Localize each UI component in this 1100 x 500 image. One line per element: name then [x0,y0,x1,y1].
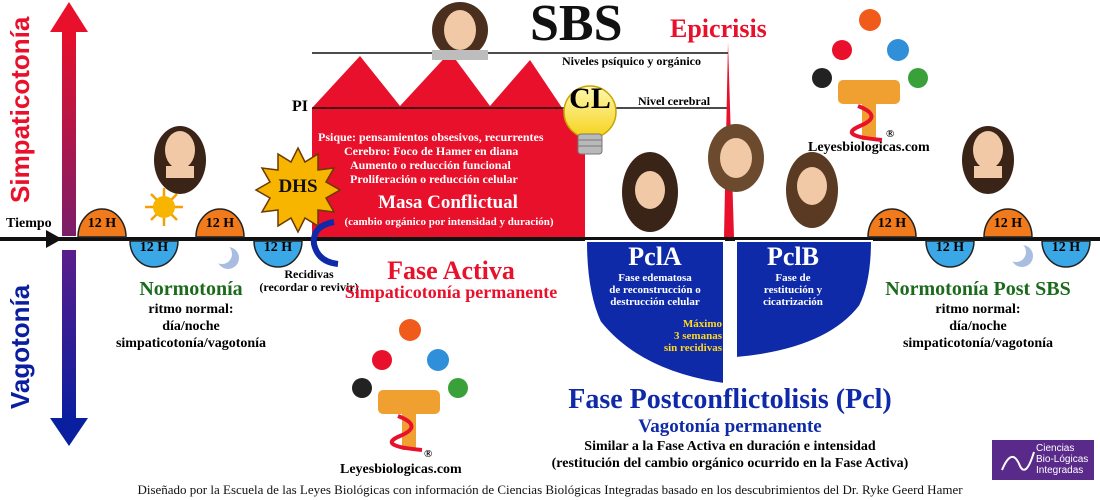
recidivas-hook [310,219,339,267]
pclb-block: PclB Fase de restitución y cicatrización [738,242,848,308]
pclb-title: PclB [767,242,819,271]
level-lines [312,52,728,109]
pcl-section: Fase Postconflictolisis (Pcl) Vagotonía … [520,384,940,472]
cycle-right [867,208,1091,268]
caduceus-logo-icon-bottom [352,319,468,452]
person-avatar-stressed [432,2,488,60]
sun-icon [145,188,183,226]
epicrisis-label: Epicrisis [670,14,767,43]
pcla-title: PclA [628,242,682,271]
fase-activa-title: Fase Activa [387,256,515,285]
normotonia-left: Normotonía ritmo normal: día/noche simpa… [96,278,286,352]
fase-activa: Fase Activa Simpaticotonía permanente [316,256,586,303]
recidivas-line: Recidivas [284,267,334,281]
cbi-line: Bio-Lógicas [1036,454,1089,465]
vagotonia-arrow [50,250,88,446]
pcl-line: Similar a la Fase Activa en duración e i… [584,439,876,454]
normotonia-right: Normotonía Post SBS ritmo normal: día/no… [868,278,1088,352]
light-bulb-icon [563,85,617,155]
normotonia-line: simpaticotonía/vagotonía [902,336,1054,351]
cycle-label: 12 H [87,216,117,231]
normotonia-line: ritmo normal: [148,302,234,317]
sympathicotonia-label: Simpaticotonía [5,16,35,203]
pclb-shape [735,240,874,360]
moon-icon-right [1006,242,1033,267]
active-mass-line: Aumento o reducción funcional [350,158,511,172]
pclb-line: Fase de [775,272,811,284]
normotonia-line: día/noche [949,319,1007,334]
cbi-line: Integradas [1036,465,1084,476]
pcla-note: Máximo 3 semanas sin recidivas [642,318,722,354]
cerebral-level-label: Nivel cerebral [638,94,711,108]
normotonia-title: Normotonía [139,278,243,300]
moon-icon [212,244,239,269]
conflict-mass-title: Masa Conflictual [378,192,518,213]
caduceus-logo-icon [812,9,928,142]
cl-label: CL [569,82,611,115]
pcla-note-line: 3 semanas [674,330,722,342]
normotonia-post-title: Normotonía Post SBS [885,278,1071,300]
pcl-line: (restitución del cambio orgánico ocurrid… [551,456,909,471]
conflict-mass-shape [312,52,585,237]
registered-mark: ® [886,128,895,140]
cycle-label: 12 H [877,216,907,231]
recidivas-label: Recidivas (recordar o revivir) [244,268,374,294]
cycle-label: 12 H [935,240,965,255]
person-avatar-shocked [708,124,764,192]
sbs-title: SBS [530,0,623,52]
person-avatar-left [154,126,206,194]
cycle-left [77,208,303,268]
fase-activa-subtitle: Simpaticotonía permanente [344,282,558,302]
active-mass-details: Psique: pensamientos obsesivos, recurren… [318,130,588,186]
registered-mark-bottom: ® [424,448,433,460]
pcl-subtitle: Vagotonía permanente [638,416,822,437]
levels-label: Niveles psíquico y orgánico [562,54,702,68]
pcla-line: destrucción celular [610,296,700,308]
cbi-logo-box [992,440,1094,480]
normotonia-line: simpaticotonía/vagotonía [115,336,267,351]
pcla-shape [584,240,725,386]
active-mass-line: Psique: pensamientos obsesivos, recurren… [318,130,544,144]
pclb-line: restitución y [763,284,823,296]
footer-credit: Diseñado por la Escuela de las Leyes Bio… [137,482,963,497]
dhs-starburst-icon [254,146,342,234]
pcl-title: Fase Postconflictolisis (Pcl) [568,384,892,415]
time-label: Tiempo [6,216,52,231]
pi-label: PI [292,98,308,115]
person-avatar-pcla [622,152,678,232]
normotonia-line: ritmo normal: [935,302,1021,317]
sympathicotonia-arrow [50,2,88,236]
cbi-line: Ciencias [1036,443,1075,454]
cycle-label: 12 H [263,240,293,255]
person-avatar-right [962,126,1014,194]
vagotonia-label: Vagotonía [5,284,35,409]
pcla-line: de reconstrucción o [609,284,701,296]
normotonia-line: día/noche [162,319,220,334]
cycle-label: 12 H [139,240,169,255]
pclb-line: cicatrización [763,296,823,308]
brand-site-top: Leyesbiologicas.com [808,140,930,155]
pcla-line: Fase edematosa [618,272,692,284]
cycle-label: 12 H [1051,240,1081,255]
pcla-block: PclA Fase edematosa de reconstrucción o … [588,242,722,308]
time-axis [0,230,1100,248]
pcla-note-line: Máximo [682,318,722,330]
recidivas-line: (recordar o revivir) [259,280,359,294]
cbi-logo-text: Ciencias Bio-Lógicas Integradas [1036,443,1088,476]
active-mass-line: Proliferación o reducción celular [350,172,518,186]
dhs-label: DHS [278,176,318,197]
pcla-note-line: sin recidivas [663,342,722,354]
cycle-label: 12 H [205,216,235,231]
active-mass-line: Cerebro: Foco de Hamer en diana [344,144,519,158]
brand-site-bottom: Leyesbiologicas.com [340,462,462,477]
cycle-label: 12 H [993,216,1023,231]
conflict-mass-subtitle: (cambio orgánico por intensidad y duraci… [344,216,554,228]
person-avatar-sleeping [786,152,838,228]
